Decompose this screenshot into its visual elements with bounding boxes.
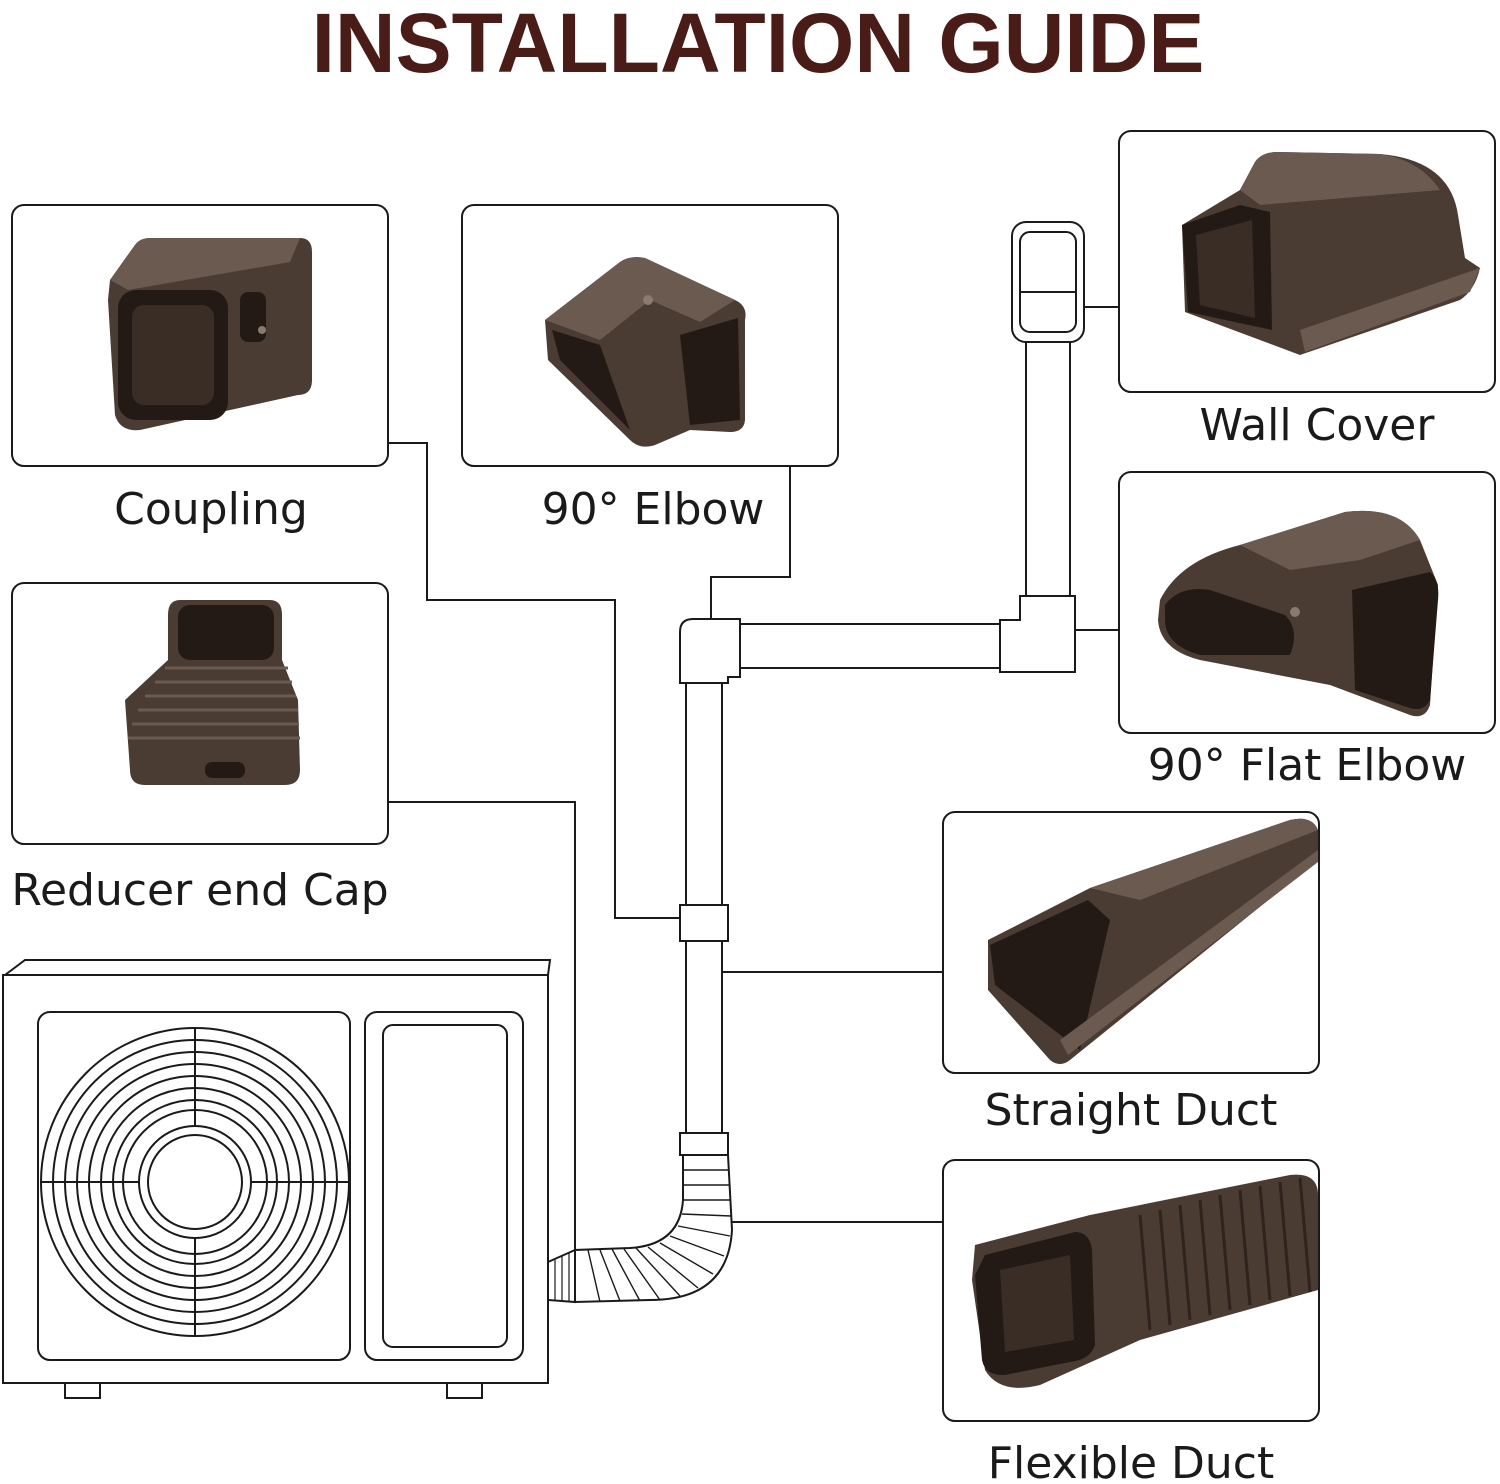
flex-connector-outline	[679, 1132, 729, 1156]
wall-cover-outline	[1011, 221, 1085, 343]
elbow-part-icon	[545, 257, 746, 447]
ac-body	[2, 974, 549, 1384]
duct-assembly	[547, 221, 1085, 1304]
ac-foot-left	[64, 1383, 101, 1399]
flexible-bend-outline	[574, 1154, 734, 1304]
wall-cover-label: Wall Cover	[1200, 400, 1436, 451]
reducer-part-icon	[125, 600, 300, 785]
reducer-label: Reducer end Cap	[11, 865, 388, 916]
straight-duct-label: Straight Duct	[985, 1085, 1278, 1136]
coupling-outline	[679, 904, 729, 942]
ac-outdoor-unit	[2, 959, 552, 1399]
coupling-label: Coupling	[114, 484, 308, 535]
elbow-label: 90° Elbow	[542, 484, 765, 535]
side-panel	[364, 1011, 524, 1361]
ac-foot-right	[446, 1383, 483, 1399]
coupling-part-icon	[108, 238, 312, 431]
page-title: INSTALLATION GUIDE	[312, 0, 1205, 90]
flat-elbow-outline	[999, 595, 1076, 673]
elbow-outline	[679, 618, 741, 684]
flexible-duct-part-icon	[972, 1174, 1318, 1388]
horizontal-duct-outline	[739, 623, 1001, 669]
ac-top-lid	[4, 959, 552, 976]
fan-panel	[37, 1011, 351, 1361]
wall-cover-part-icon	[1182, 152, 1480, 355]
flexible-duct-label: Flexible Duct	[988, 1438, 1275, 1484]
flat-elbow-label: 90° Flat Elbow	[1148, 740, 1467, 791]
fan-grille-icon	[40, 1027, 350, 1337]
flat-elbow-part-icon	[1158, 510, 1439, 717]
straight-duct-part-icon	[988, 818, 1318, 1064]
